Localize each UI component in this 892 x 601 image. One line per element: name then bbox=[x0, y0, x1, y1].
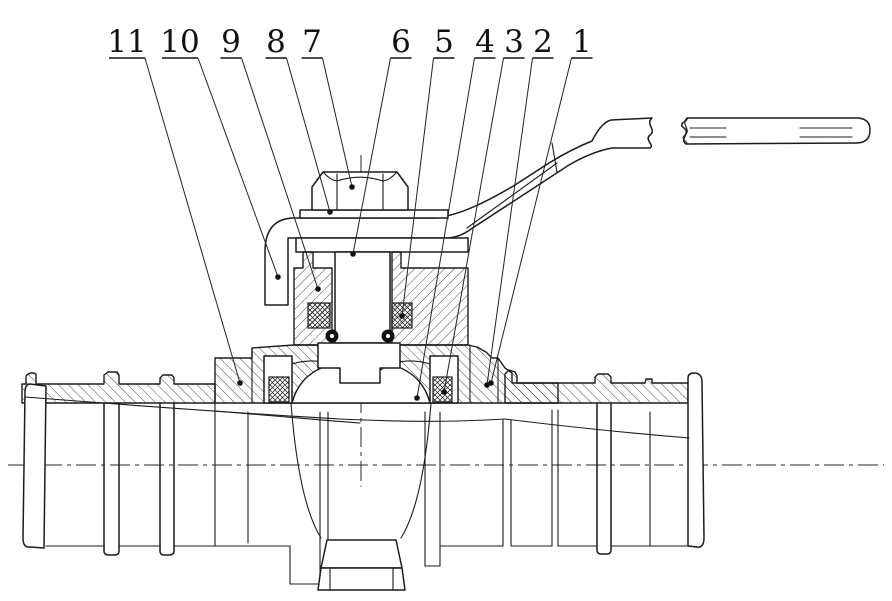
callout-10: 10 bbox=[160, 24, 281, 280]
ball-side-right bbox=[400, 402, 432, 539]
leader-line bbox=[416, 57, 475, 399]
leader-line bbox=[352, 57, 391, 255]
handle-inner-edge bbox=[466, 162, 558, 229]
leader-dot bbox=[441, 389, 447, 395]
leader-line bbox=[197, 57, 279, 278]
callout-2: 2 bbox=[484, 24, 554, 388]
leader-line bbox=[322, 57, 353, 188]
hex-chamfer-arc-left bbox=[322, 171, 338, 182]
packing-gland-left bbox=[293, 251, 333, 346]
leader-line bbox=[286, 57, 331, 213]
o-ring-right-center bbox=[386, 334, 390, 338]
leader-dot bbox=[275, 274, 281, 280]
handle-break-symbol bbox=[647, 117, 688, 149]
stem bbox=[317, 251, 401, 384]
callout-number: 7 bbox=[302, 24, 322, 60]
right-end-flange bbox=[687, 372, 705, 548]
left-end-flange bbox=[22, 383, 47, 549]
callout-number: 11 bbox=[107, 24, 146, 60]
callout-number: 9 bbox=[221, 24, 241, 60]
callout-4: 4 bbox=[414, 24, 496, 401]
leader-line bbox=[490, 57, 572, 384]
hex-chamfer-arc-right bbox=[382, 171, 398, 182]
left-connector-exterior bbox=[45, 402, 319, 585]
washer bbox=[299, 209, 449, 219]
leader-line bbox=[486, 57, 533, 386]
seat-ring-right bbox=[432, 376, 453, 403]
left-hose-barb-connector bbox=[21, 371, 319, 585]
leader-line bbox=[401, 57, 434, 317]
hex-chamfer-arc-center bbox=[336, 176, 384, 182]
callout-9: 9 bbox=[220, 24, 321, 292]
stem-flange bbox=[317, 342, 401, 384]
callout-8: 8 bbox=[265, 24, 333, 215]
left-connector-wall-section bbox=[21, 371, 216, 404]
centerlines bbox=[8, 155, 884, 487]
callout-number: 10 bbox=[160, 24, 199, 60]
packing-seal-left bbox=[307, 302, 331, 329]
bonnet-top-plate bbox=[295, 237, 469, 253]
callout-number: 5 bbox=[434, 24, 454, 60]
right-hose-barb-connector bbox=[502, 369, 705, 555]
leader-line bbox=[241, 57, 319, 290]
stem-o-rings bbox=[325, 329, 395, 343]
leader-dot bbox=[349, 184, 355, 190]
leader-dot bbox=[414, 395, 420, 401]
o-ring-left-center bbox=[330, 334, 334, 338]
callout-11: 11 bbox=[107, 24, 243, 386]
seat-rings bbox=[268, 376, 453, 403]
leader-dot bbox=[315, 286, 321, 292]
callout-3: 3 bbox=[441, 24, 525, 395]
packing-gland-right bbox=[391, 251, 469, 346]
callout-number: 6 bbox=[391, 24, 411, 60]
stem-shaft bbox=[334, 251, 391, 344]
callout-number: 8 bbox=[266, 24, 286, 60]
ball-side-left bbox=[290, 402, 322, 539]
stem-hex-nut bbox=[311, 171, 409, 211]
leader-line bbox=[443, 57, 504, 393]
callout-5: 5 bbox=[399, 24, 455, 319]
ball-bottom-pocket bbox=[317, 411, 504, 591]
bore-taper-lines bbox=[24, 396, 690, 439]
callout-7: 7 bbox=[301, 24, 355, 190]
callout-number: 1 bbox=[572, 24, 592, 60]
handle-bend-line bbox=[551, 142, 558, 173]
leader-dot bbox=[327, 209, 333, 215]
callout-1: 1 bbox=[488, 24, 593, 386]
callout-number: 4 bbox=[475, 24, 495, 60]
leader-dot bbox=[350, 251, 356, 257]
handle-grip bbox=[680, 117, 871, 145]
leader-line bbox=[144, 57, 241, 384]
leader-dot bbox=[488, 380, 494, 386]
callout-number: 2 bbox=[533, 24, 553, 60]
leader-dot bbox=[399, 313, 405, 319]
callout-6: 6 bbox=[350, 24, 412, 257]
handle-detail-lines bbox=[466, 127, 853, 229]
leader-dot bbox=[237, 380, 243, 386]
handle bbox=[264, 117, 871, 306]
stem-washer bbox=[299, 209, 449, 219]
callout-number: 3 bbox=[504, 24, 524, 60]
seat-ring-left bbox=[268, 376, 290, 403]
right-connector-exterior bbox=[502, 402, 689, 555]
